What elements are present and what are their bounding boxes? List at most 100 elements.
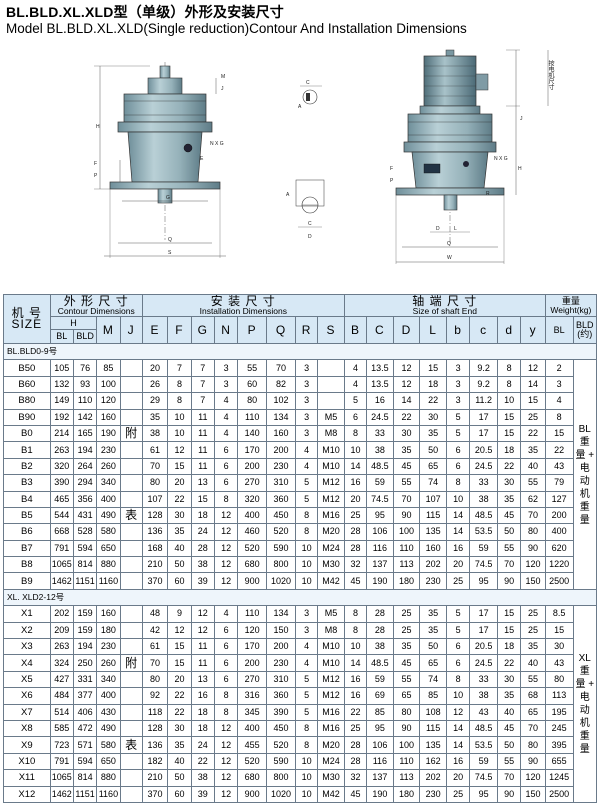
table-cell: 4 (213, 392, 239, 410)
table-cell: 110 (392, 752, 421, 771)
table-cell: 25 (343, 506, 368, 525)
table-cell (317, 359, 345, 377)
table-cell: 8 (213, 703, 239, 721)
table-cell: 3 (294, 392, 319, 410)
table-cell: M16 (317, 719, 345, 738)
table-cell: 12 (213, 556, 239, 574)
table-cell: 18 (497, 638, 522, 656)
table-cell: 102 (266, 392, 296, 410)
table-cell: M20 (317, 736, 345, 754)
table-cell: 8 (343, 424, 368, 443)
table-cell: 120 (520, 556, 546, 574)
table-cell: 8 (294, 719, 319, 738)
table-cell: 5 (294, 703, 319, 721)
table-cell: 6 (343, 408, 368, 426)
table-cell: 7 (190, 375, 215, 394)
table-cell: 900 (237, 572, 268, 590)
table-cell: 55 (497, 752, 522, 771)
table-cell: 5 (445, 424, 471, 443)
table-cell: 11 (190, 424, 215, 443)
table-cell: M42 (317, 785, 345, 803)
table-cell: 55 (392, 474, 421, 492)
table-cell: 120 (520, 769, 546, 787)
table-cell: 450 (266, 719, 296, 738)
table-cell: 140 (237, 424, 268, 443)
table-cell: 115 (419, 719, 447, 738)
table-cell: 5 (294, 687, 319, 705)
table-cell: 134 (266, 605, 296, 623)
table-cell: 170 (237, 441, 268, 459)
table-cell: 8.5 (544, 605, 574, 623)
table-cell: 13 (190, 474, 215, 492)
table-cell: 431 (72, 506, 98, 525)
table-cell: 6 (213, 474, 239, 492)
table-cell: 110 (392, 539, 421, 558)
table-cell: 25 (392, 621, 421, 640)
table-cell: 50 (419, 638, 447, 656)
table-cell: 14 (343, 457, 368, 476)
table-cell: 12 (213, 736, 239, 754)
table-cell: M12 (317, 490, 345, 508)
table-cell: 20 (445, 556, 471, 574)
shaft-detail-views: C A C D A (286, 80, 325, 240)
table-cell: 160 (419, 539, 447, 558)
table-cell: 3 (544, 375, 574, 394)
table-cell: 35 (520, 441, 546, 459)
table-cell: 6 (213, 638, 239, 656)
table-cell: 13.5 (366, 359, 394, 377)
table-cell: 200 (266, 441, 296, 459)
table-cell: 135 (419, 523, 447, 541)
cell-j (119, 457, 143, 476)
table-cell: 12 (213, 719, 239, 738)
table-cell: 6 (445, 654, 471, 672)
table-cell: 53.5 (469, 523, 499, 541)
header-c: C (366, 316, 394, 344)
table-cell: 245 (544, 719, 574, 738)
header-weight-bld: BLD(约) (572, 316, 598, 344)
table-cell: 230 (96, 638, 121, 656)
table-cell: 800 (266, 556, 296, 574)
table-cell: 70 (141, 654, 169, 672)
table-cell: 15 (419, 359, 447, 377)
table-cell: 38 (366, 638, 394, 656)
table-cell (317, 375, 345, 394)
svg-text:D: D (436, 226, 440, 232)
table-cell: 260 (96, 654, 121, 672)
table-cell: M12 (317, 474, 345, 492)
table-cell: 55 (520, 474, 546, 492)
table-cell: 12 (213, 506, 239, 525)
table-cell: 230 (266, 654, 296, 672)
table-cell: 25 (445, 785, 471, 803)
cell-size: B80 (3, 392, 51, 410)
table-cell: 136 (141, 523, 169, 541)
cell-j (119, 785, 143, 803)
table-cell: 194 (72, 441, 98, 459)
table-cell: 55 (392, 670, 421, 689)
table-cell: 17 (469, 424, 499, 443)
table-cell: 4 (343, 359, 368, 377)
table-cell: 12 (520, 359, 546, 377)
svg-text:S: S (168, 250, 172, 256)
table-cell: 30 (497, 474, 522, 492)
table-cell: 5 (294, 474, 319, 492)
table-cell: 35 (167, 523, 192, 541)
table-cell: 113 (544, 687, 574, 705)
table-cell: 149 (49, 392, 74, 410)
table-cell: 65 (419, 457, 447, 476)
table-cell: 38 (190, 556, 215, 574)
table-cell: 12 (392, 359, 421, 377)
table-cell: 3 (294, 359, 319, 377)
table-cell: 32 (343, 556, 368, 574)
table-cell: 12 (167, 621, 192, 640)
cell-size: B60 (3, 375, 51, 394)
group-label-row: BL.BLD0-9号 (3, 342, 597, 361)
table-cell: 55 (237, 359, 268, 377)
table-cell: 76 (72, 359, 98, 377)
table-cell: 6 (213, 654, 239, 672)
table-cell: 8 (343, 605, 368, 623)
svg-text:H: H (96, 124, 100, 130)
table-cell: 310 (266, 670, 296, 689)
table-cell: 74.5 (366, 490, 394, 508)
